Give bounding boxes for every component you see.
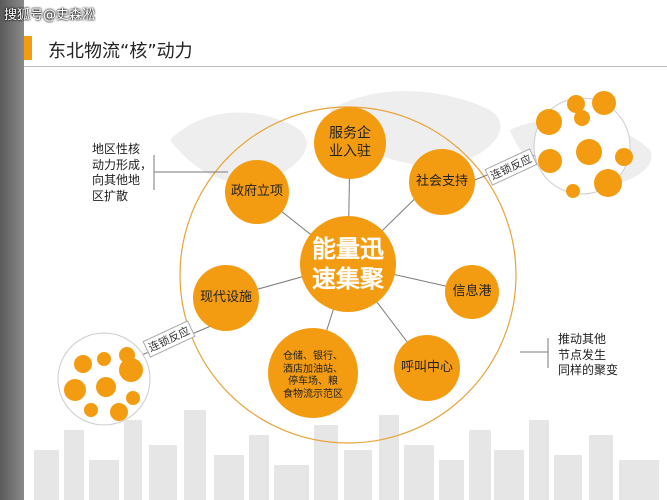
node-service-label: 服务企 业入驻	[329, 126, 371, 161]
right-note-line3: 同样的聚变	[558, 363, 619, 378]
left-note-line4: 区扩散	[92, 188, 129, 203]
cluster-top-right	[533, 91, 633, 198]
title-divider	[24, 66, 667, 67]
center-node-label: 能量迅 速集聚	[312, 234, 384, 294]
watermark: 搜狐号@史森淞	[4, 8, 96, 23]
node-social	[409, 149, 475, 215]
storage-line1: 仓储、银行、	[283, 351, 343, 362]
storage-line3: 停车场、粮	[288, 376, 338, 387]
right-note: 推动其他 节点发生 同样的聚变	[558, 332, 618, 379]
node-storage-label: 仓储、银行、 酒店加油站、 停车场、粮 食物流示范区	[283, 351, 343, 401]
center-line2: 速集聚	[312, 265, 384, 293]
node-info	[445, 265, 499, 319]
info-text: 信息港	[452, 283, 492, 299]
left-note: 地区性核 动力形成， 向其他地 区扩散	[92, 142, 152, 204]
node-modern	[193, 265, 259, 331]
left-note-line3: 向其他地	[92, 173, 141, 188]
node-modern-label: 现代设施	[200, 290, 252, 306]
social-text: 社会支持	[415, 173, 469, 189]
title-accent-block	[24, 36, 32, 60]
node-service	[314, 107, 386, 179]
center-node	[300, 216, 396, 312]
right-note-line2: 节点发生	[558, 347, 607, 362]
page-title: 东北物流“核”动力	[48, 41, 193, 62]
modern-text: 现代设施	[199, 289, 253, 305]
city-skyline-background	[34, 410, 659, 500]
node-call	[394, 335, 460, 401]
node-storage	[268, 328, 358, 418]
left-note-line1: 地区性核	[92, 142, 141, 156]
storage-line4: 食物流示范区	[283, 388, 343, 400]
call-text: 呼叫中心	[400, 359, 454, 375]
left-note-line2: 动力形成，	[92, 157, 153, 172]
right-note-line1: 推动其他	[558, 332, 607, 346]
service-line2: 业入驻	[329, 143, 371, 159]
node-call-label: 呼叫中心	[401, 360, 453, 376]
node-gov	[225, 160, 289, 224]
cluster-bottom-left	[57, 332, 151, 426]
center-line1: 能量迅	[312, 235, 384, 263]
node-info-label: 信息港	[452, 284, 491, 300]
node-gov-label: 政府立项	[231, 184, 283, 200]
gov-text: 政府立项	[230, 183, 284, 199]
left-accent-bar	[0, 0, 24, 500]
outer-ring	[179, 106, 517, 444]
storage-line2: 酒店加油站、	[283, 363, 343, 375]
node-social-label: 社会支持	[416, 174, 468, 190]
service-line1: 服务企	[329, 125, 371, 142]
